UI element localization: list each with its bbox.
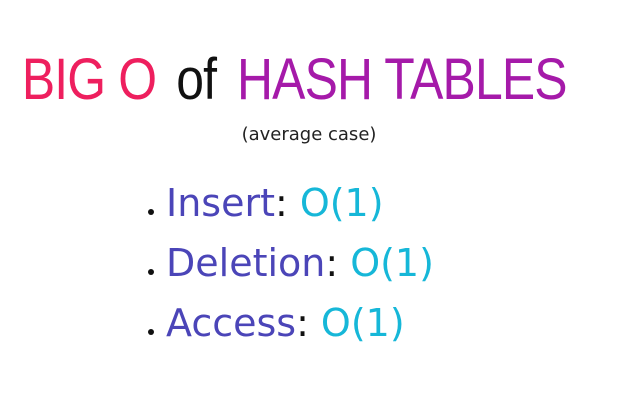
operation-complexity: O(1) xyxy=(320,301,405,345)
operation-name: Deletion xyxy=(166,241,326,285)
bullet-icon xyxy=(148,329,154,335)
operations-list: Insert: O(1) Deletion: O(1) Access: O(1) xyxy=(148,173,434,353)
title-hash-tables: HASH TABLES xyxy=(236,47,568,112)
title-big-o: BIG O xyxy=(21,47,157,112)
bullet-icon xyxy=(148,269,154,275)
operation-name: Insert xyxy=(166,181,275,225)
list-item-insert: Insert: O(1) xyxy=(148,173,434,233)
operation-complexity: O(1) xyxy=(350,241,434,285)
title-of: of xyxy=(176,47,218,112)
colon: : xyxy=(296,301,309,345)
operation-complexity: O(1) xyxy=(299,181,384,225)
colon: : xyxy=(325,241,339,285)
bullet-icon xyxy=(148,209,154,215)
subtitle: (average case) xyxy=(241,124,377,145)
list-item-deletion: Deletion: O(1) xyxy=(148,233,434,293)
page-title: BIG O of HASH TABLES xyxy=(0,44,618,116)
list-item-access: Access: O(1) xyxy=(148,293,434,353)
colon: : xyxy=(275,181,288,225)
operation-name: Access xyxy=(166,301,297,345)
